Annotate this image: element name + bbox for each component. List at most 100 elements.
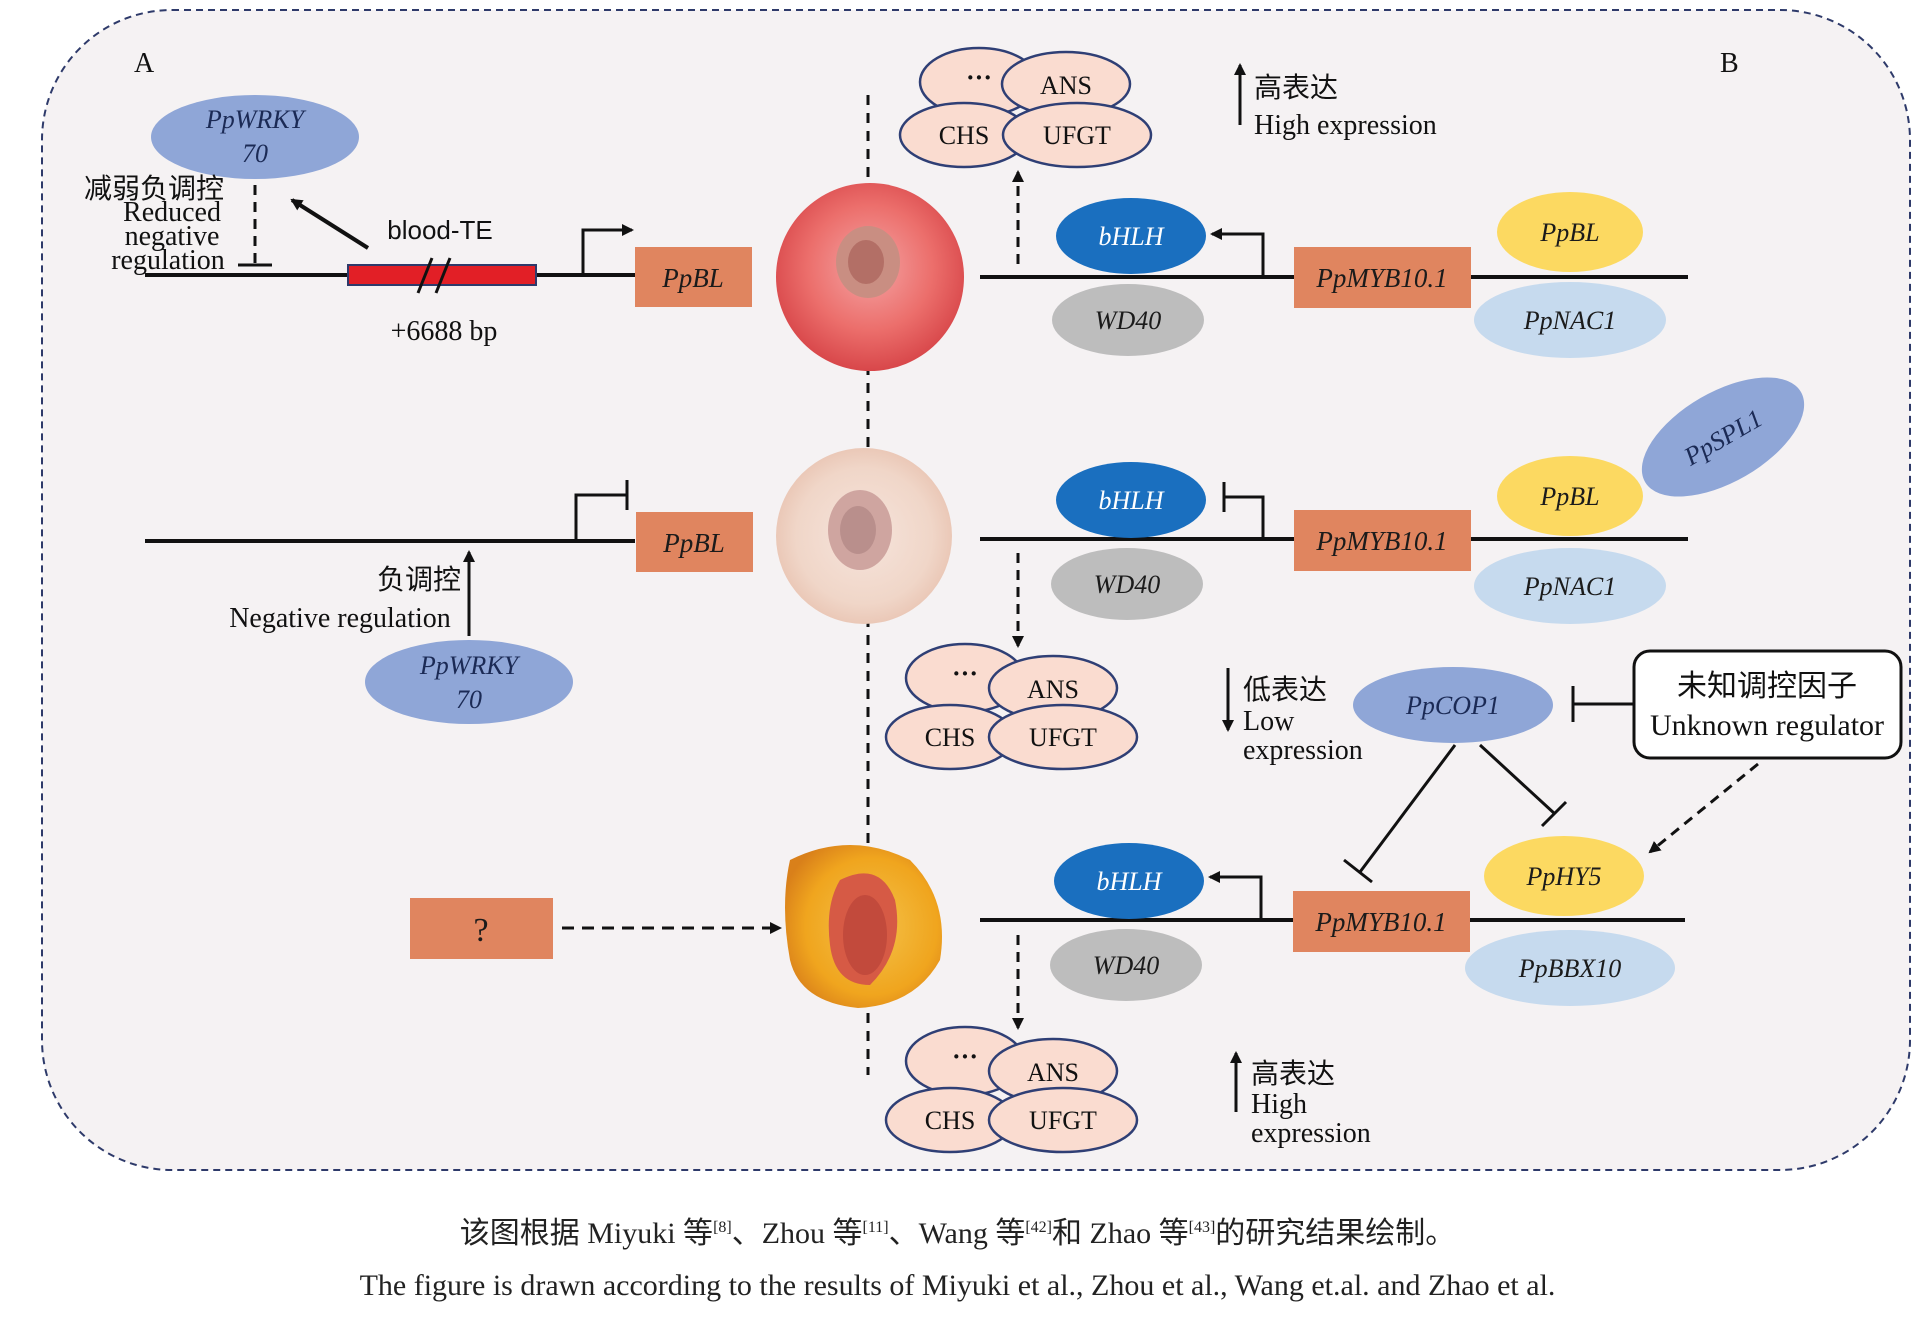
cop1-inhibits-hy5-bar: [1540, 800, 1568, 828]
te-break-mark-1: [416, 257, 434, 294]
ppcop1-label: PpCOP1: [1405, 691, 1500, 720]
ppbbx10-label: PpBBX10: [1518, 954, 1622, 983]
ppmyb10-gene-box-row2: [1294, 510, 1471, 571]
ppcop1-node: [1353, 667, 1553, 743]
enzyme-ufgt-label-row3: UFGT: [1029, 1106, 1097, 1135]
enzyme-dots-label-row1: ···: [966, 63, 992, 92]
ppbl-node-row2: [1497, 456, 1643, 536]
ppbl-label-row2: PpBL: [662, 528, 725, 558]
ppwrky70-bottom-node: [365, 640, 573, 724]
unknown-factor-box: [410, 898, 553, 959]
ppbbx10-node: [1465, 930, 1675, 1006]
enzyme-ans-label-row2: ANS: [1027, 675, 1079, 704]
enzyme-dots-label-row3: ···: [952, 1042, 978, 1071]
high-expression-en1-row3: High: [1251, 1089, 1307, 1120]
negative-label-cn: 负调控: [377, 563, 461, 596]
wd40-node-row2: [1051, 548, 1203, 620]
caption-ref-43: [43]: [1188, 1219, 1216, 1236]
yellow-peach-image: [785, 845, 942, 1008]
enzyme-dots-label-row2: ···: [952, 659, 978, 688]
caption-cn-part1: 该图根据 Miyuki 等: [459, 1217, 714, 1250]
wd40-label-row3: WD40: [1093, 951, 1159, 980]
row1-promoter-arrow: [581, 224, 634, 273]
blood-te-label: blood-TE: [387, 215, 493, 245]
te-to-wrky-arrow: [290, 198, 370, 250]
enzyme-chs-label-row1: CHS: [939, 121, 990, 150]
enzyme-cluster-row1: ··· ANS CHS UFGT: [898, 46, 1153, 169]
wd40-label-row2: WD40: [1094, 570, 1160, 599]
wd40-node-row1: [1052, 284, 1204, 356]
high-expression-en2-row3: expression: [1251, 1118, 1371, 1149]
bhlh-node-row3: [1054, 843, 1204, 919]
ppnac1-label-row1: PpNAC1: [1523, 306, 1616, 335]
bhlh-label-row3: bHLH: [1096, 867, 1162, 896]
ppmyb10-gene-box-row3: [1293, 891, 1470, 952]
enzyme-chs-label-row3: CHS: [925, 1106, 976, 1135]
row2-blocked-promoter: [574, 493, 627, 539]
ppbl-node-label-row2: PpBL: [1539, 482, 1599, 511]
panel-label-a: A: [134, 48, 155, 79]
enzyme-cluster-row3: ··· ANS CHS UFGT: [884, 1025, 1139, 1154]
row2-myb-blocked-promoter: [1224, 495, 1265, 537]
ppwrky70-top-line2: 70: [242, 139, 268, 168]
row3-myb-promoter-arrow: [1208, 871, 1263, 918]
wd40-node-row3: [1050, 929, 1202, 1001]
white-peach-image: [776, 448, 952, 624]
te-position-label: +6688 bp: [391, 316, 498, 347]
ppmyb10-gene-box-row1: [1294, 247, 1471, 308]
caption-cn-part4: 和 Zhao 等: [1052, 1217, 1189, 1250]
caption-ref-8: [8]: [713, 1219, 732, 1236]
bhlh-node-row2: [1056, 462, 1206, 538]
pphy5-label: PpHY5: [1525, 862, 1601, 891]
panel-label-b: B: [1720, 48, 1739, 79]
ppnac1-node-row2: [1474, 548, 1666, 624]
bhlh-node-row1: [1056, 198, 1206, 274]
enzyme-ans-label-row3: ANS: [1027, 1058, 1079, 1087]
reduced-label-en3: regulation: [111, 245, 225, 276]
ppwrky70-bottom-line2: 70: [456, 685, 482, 714]
reduced-label-en1: Reduced: [123, 197, 221, 228]
caption-english: The figure is drawn according to the res…: [359, 1269, 1556, 1302]
ppwrky70-top-node: [151, 95, 359, 179]
caption-ref-42: [42]: [1025, 1219, 1052, 1236]
unknown-regulator-en: Unknown regulator: [1650, 709, 1884, 742]
enzyme-ufgt-label-row1: UFGT: [1043, 121, 1111, 150]
bhlh-label-row2: bHLH: [1098, 486, 1164, 515]
ppwrky70-bottom-line1: PpWRKY: [419, 651, 521, 680]
caption-cn-part2: 、Zhou 等: [731, 1217, 863, 1250]
ppnac1-label-row2: PpNAC1: [1523, 572, 1616, 601]
ppbl-gene-box-row2: [636, 512, 753, 572]
caption-cn-part3: 、Wang 等: [888, 1217, 1026, 1250]
cop1-inhibits-myb10: [1358, 744, 1457, 873]
enzyme-cluster-row2: ··· ANS CHS UFGT: [884, 642, 1139, 771]
enzyme-ufgt-label-row2: UFGT: [1029, 723, 1097, 752]
high-expression-cn-row1: 高表达: [1254, 71, 1338, 104]
red-peach-image: [776, 183, 964, 371]
enzyme-ufgt-row1: [1001, 101, 1153, 169]
high-expression-cn-row3: 高表达: [1251, 1057, 1335, 1090]
ppbl-gene-box-row1: [635, 247, 752, 307]
enzyme-chs-label-row2: CHS: [925, 723, 976, 752]
low-expression-en2: expression: [1243, 735, 1363, 766]
enzyme-ufgt-row3: [987, 1086, 1139, 1154]
row1-myb-promoter-arrow: [1210, 228, 1265, 275]
unknown-regulator-cn: 未知调控因子: [1677, 669, 1857, 704]
te-break-mark-2: [434, 257, 452, 294]
wd40-label-row1: WD40: [1095, 306, 1161, 335]
unknown-to-hy5-dashed-arrow: [1648, 762, 1759, 854]
regulation-diagram: A B blood-TE +6688 bp PpWRKY 70 减弱负调控 Re…: [41, 9, 1911, 1171]
reduced-label-en2: negative: [125, 221, 220, 252]
caption-cn-part5: 的研究结果绘制。: [1215, 1217, 1456, 1250]
ppspl1-node: [1641, 377, 1805, 497]
ppmyb10-label-row2: PpMYB10.1: [1315, 526, 1447, 556]
cop1-inhibits-hy5: [1478, 743, 1557, 816]
ppwrky70-top-line1: PpWRKY: [205, 105, 307, 134]
caption-chinese: 该图根据 Miyuki 等[8]、Zhou 等[11]、Wang 等[42]和 …: [0, 1208, 1915, 1252]
high-expression-en-row1: High expression: [1254, 110, 1437, 141]
ppnac1-node-row1: [1474, 282, 1666, 358]
bhlh-label-row1: bHLH: [1098, 222, 1164, 251]
ppmyb10-label-row3: PpMYB10.1: [1314, 907, 1446, 937]
ppmyb10-label-row1: PpMYB10.1: [1315, 263, 1447, 293]
unknown-factor-label: ?: [473, 912, 488, 949]
enzyme-ufgt-row2: [987, 703, 1139, 771]
